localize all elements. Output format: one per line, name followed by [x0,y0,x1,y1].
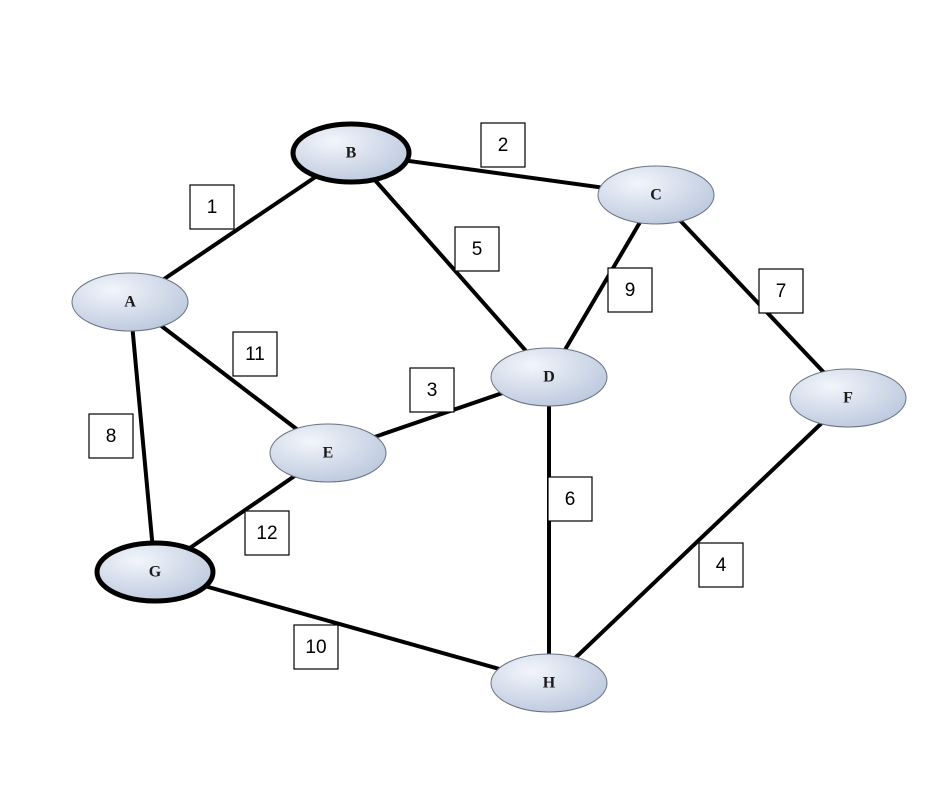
weight-label: 10 [305,637,326,658]
node-b: B [290,121,412,185]
weight-box [758,268,804,314]
node-label: B [346,145,357,162]
node-g: G [94,540,216,604]
edge-weight-e-d: 3 [409,367,455,413]
edge-b-d [349,151,551,379]
edge-weight-c-f: 7 [758,268,804,314]
node-ellipse [490,653,608,713]
edge-weight-d-h: 6 [547,476,593,522]
node-label: F [843,390,853,407]
edge-c-f [654,193,850,400]
weight-label: 4 [716,555,727,576]
node-ellipse [94,540,216,604]
edge-c-d [547,193,658,379]
weight-box [189,184,235,230]
edge-weight-a-g: 8 [88,413,134,459]
weight-box [88,413,134,459]
node-label: C [650,187,662,204]
weight-box [547,476,593,522]
node-a: A [71,272,189,332]
edge-a-e [128,300,330,455]
node-ellipse [490,347,608,407]
node-label: A [124,294,136,311]
node-ellipse [290,121,412,185]
weight-label: 12 [256,523,277,544]
node-h: H [490,653,608,713]
weight-label: 3 [427,380,438,401]
weight-box [607,267,653,313]
edge-weight-c-d: 9 [607,267,653,313]
weight-label: 5 [472,239,483,260]
weight-label: 11 [245,344,265,365]
weight-box [232,331,278,377]
edge-weight-b-c: 2 [480,122,526,168]
node-label: H [543,675,556,692]
node-label: G [149,564,162,581]
nodes-layer: A B C D E F G H [71,121,907,713]
weight-box [293,624,339,670]
node-ellipse [71,272,189,332]
node-ellipse [269,423,387,483]
weight-label: 6 [565,489,576,510]
node-label: E [323,445,334,462]
weight-label: 7 [776,281,787,302]
weight-box [480,122,526,168]
edge-weight-g-h: 10 [293,624,339,670]
weight-label: 9 [625,280,636,301]
edge-weight-g-e: 12 [244,510,290,556]
weight-box [698,542,744,588]
node-ellipse [789,368,907,428]
node-ellipse [597,165,715,225]
node-e: E [269,423,387,483]
node-d: D [490,347,608,407]
edge-f-h [547,396,850,685]
edge-g-h [153,570,551,685]
edge-weight-a-b: 1 [189,184,235,230]
weight-box [409,367,455,413]
edge-a-g [128,300,157,574]
edge-weight-f-h: 4 [698,542,744,588]
node-c: C [597,165,715,225]
node-f: F [789,368,907,428]
edge-weight-a-e: 11 [232,331,278,377]
weight-label: 1 [207,197,218,218]
node-label: D [543,369,555,386]
weight-label: 8 [106,426,117,447]
weight-box [244,510,290,556]
weight-label: 2 [498,135,509,156]
weight-box [454,226,500,272]
edge-weight-b-d: 5 [454,226,500,272]
